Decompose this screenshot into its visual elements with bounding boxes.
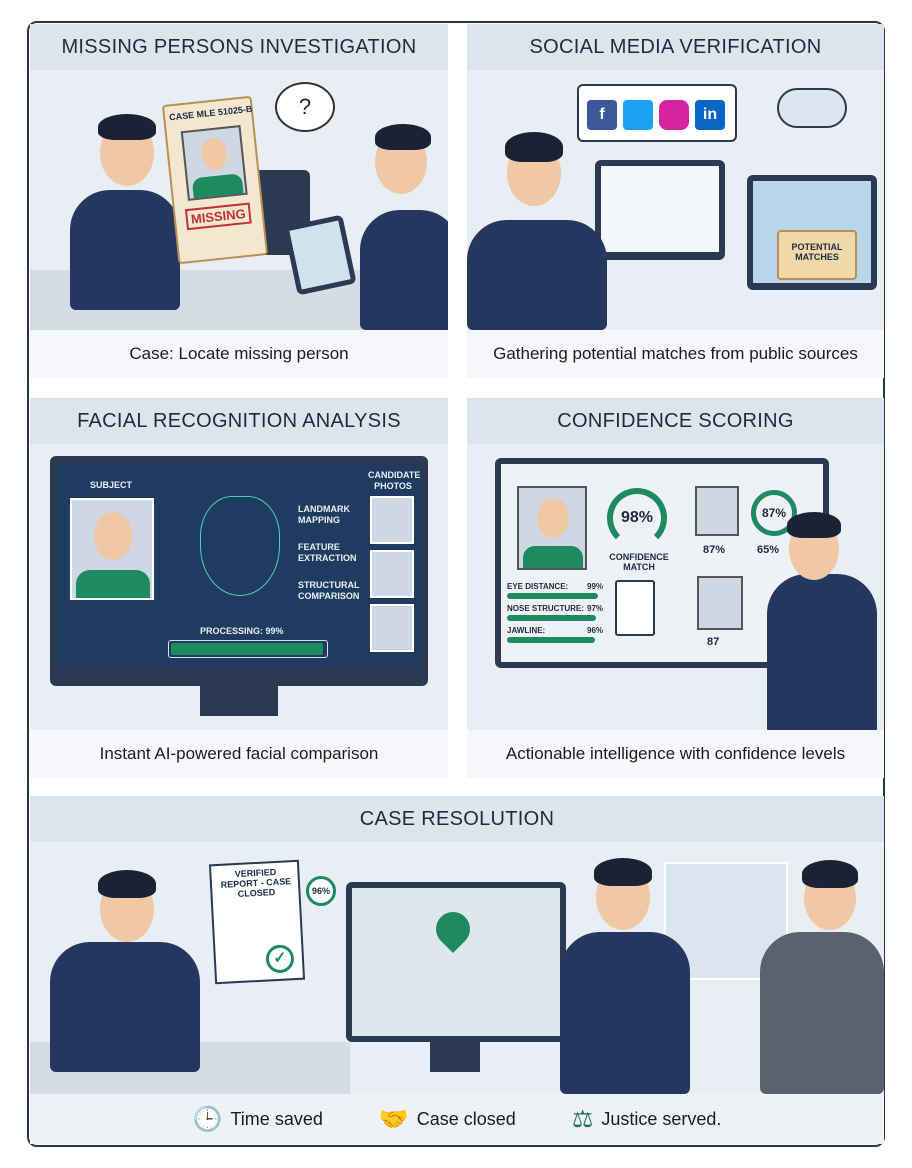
outcome-justice-served: ⚖Justice served. <box>571 1105 722 1133</box>
case-folder: CASE MLE 51025-B MISSING <box>161 95 269 265</box>
presenter <box>767 574 877 730</box>
thought-bubble: ? <box>275 82 335 132</box>
metric-value: 99% <box>587 582 604 591</box>
confidence-gauge: 98% <box>607 488 667 548</box>
step-structural-comparison: STRUCTURAL COMPARISON <box>298 580 360 601</box>
panel-missing-persons: MISSING PERSONS INVESTIGATION CASE MLE 5… <box>30 24 448 378</box>
missing-stamp: MISSING <box>184 202 252 231</box>
metric-bar <box>507 637 596 643</box>
main-score: 98% <box>620 509 654 526</box>
map-monitor <box>346 882 566 1042</box>
potential-matches-folder: POTENTIAL MATCHES <box>777 230 857 280</box>
facial-recognition-illustration: SUBJECT LANDMARK MAPPING FEATURE EXTRACT… <box>30 444 448 730</box>
processing-label: PROCESSING: 99% <box>200 626 284 636</box>
analysis-monitor: SUBJECT LANDMARK MAPPING FEATURE EXTRACT… <box>50 456 428 686</box>
clipboard-icon <box>615 580 655 636</box>
candidate-score: 87 <box>707 636 720 648</box>
twitter-icon <box>623 100 653 130</box>
step-feature-extraction: FEATURE EXTRACTION <box>298 542 357 563</box>
panel-facial-recognition: FACIAL RECOGNITION ANALYSIS SUBJECT LAND… <box>30 398 448 778</box>
monitor-stand <box>200 686 278 716</box>
candidate-photo <box>697 576 743 630</box>
facebook-icon: f <box>587 100 617 130</box>
social-browser-window: f in <box>577 84 737 142</box>
panel-title: MISSING PERSONS INVESTIGATION <box>30 24 448 70</box>
candidate-photos-label: CANDIDATE PHOTOS <box>368 470 421 491</box>
handshake-icon: 🤝 <box>378 1105 409 1133</box>
cloud-globe-icon <box>777 88 847 128</box>
panel-title: FACIAL RECOGNITION ANALYSIS <box>30 398 448 444</box>
candidate-score: 87% <box>703 544 726 556</box>
report-title: VERIFIED REPORT - CASE CLOSED <box>220 866 292 899</box>
clock-icon: 🕒 <box>192 1105 223 1133</box>
linkedin-icon: in <box>695 100 725 130</box>
metric-value: 96% <box>587 626 604 635</box>
candidate-photo <box>370 604 414 652</box>
metric-label: EYE DISTANCE: <box>507 582 569 591</box>
investigation-illustration: CASE MLE 51025-B MISSING ? <box>30 70 448 330</box>
metric-value: 97% <box>587 604 604 613</box>
tablet <box>283 214 357 296</box>
outcomes-bar: 🕒Time saved 🤝Case closed ⚖Justice served… <box>30 1094 884 1144</box>
metric-bar <box>507 615 597 621</box>
face-mesh <box>200 496 280 596</box>
candidate-score: 65% <box>757 544 780 556</box>
panel-caption: Case: Locate missing person <box>30 330 448 378</box>
metric-label: JAWLINE: <box>507 626 546 635</box>
confidence-illustration: 98% CONFIDENCE MATCH EYE DISTANCE: 99% N… <box>467 444 884 730</box>
subject-photo <box>70 498 154 600</box>
confidence-match-label: CONFIDENCE MATCH <box>609 552 669 572</box>
resolution-illustration: VERIFIED REPORT - CASE CLOSED ✓ 96% <box>30 842 884 1094</box>
main-monitor <box>595 160 725 260</box>
candidate-photo <box>695 486 739 536</box>
official-right <box>760 932 884 1094</box>
panel-caption: Gathering potential matches from public … <box>467 330 884 378</box>
panel-title: SOCIAL MEDIA VERIFICATION <box>467 24 884 70</box>
panel-confidence-scoring: CONFIDENCE SCORING 98% CONFIDENCE MATCH … <box>467 398 884 778</box>
panel-case-resolution: CASE RESOLUTION VERIFIED REPORT - CASE C… <box>30 796 884 1144</box>
outcome-time-saved: 🕒Time saved <box>192 1105 323 1133</box>
processing-progress-bar[interactable] <box>168 640 328 658</box>
checkmark-badge-icon: ✓ <box>265 944 295 974</box>
official-left <box>560 932 690 1094</box>
report-score-gauge: 96% <box>306 876 336 906</box>
investigator-right <box>360 210 448 330</box>
investigator-signing <box>50 942 200 1072</box>
metric-bar <box>507 593 599 599</box>
step-landmark-mapping: LANDMARK MAPPING <box>298 504 350 525</box>
panel-title: CONFIDENCE SCORING <box>467 398 884 444</box>
instagram-icon <box>659 100 689 130</box>
candidate-photo <box>370 550 414 598</box>
social-illustration: f in POTENTIAL MATCHES <box>467 70 884 330</box>
outcome-case-closed: 🤝Case closed <box>378 1105 516 1133</box>
magnifier-question-icon: ? <box>298 94 312 119</box>
subject-photo <box>517 486 587 570</box>
panel-caption: Actionable intelligence with confidence … <box>467 730 884 778</box>
candidate-gauge: 87% <box>751 490 797 536</box>
panel-title: CASE RESOLUTION <box>30 796 884 842</box>
candidate-photo <box>370 496 414 544</box>
case-label: CASE MLE 51025-B <box>168 103 253 123</box>
analyst <box>467 220 607 330</box>
panel-social-media: SOCIAL MEDIA VERIFICATION f in POTENTIAL… <box>467 24 884 378</box>
panel-caption: Instant AI-powered facial comparison <box>30 730 448 778</box>
subject-label: SUBJECT <box>90 480 133 490</box>
scales-icon: ⚖ <box>571 1105 594 1133</box>
verified-report: VERIFIED REPORT - CASE CLOSED ✓ <box>208 859 306 985</box>
monitor-stand <box>430 1042 480 1072</box>
investigator-left <box>70 190 180 310</box>
metric-label: NOSE STRUCTURE: <box>507 604 584 613</box>
missing-person-photo <box>180 125 248 201</box>
